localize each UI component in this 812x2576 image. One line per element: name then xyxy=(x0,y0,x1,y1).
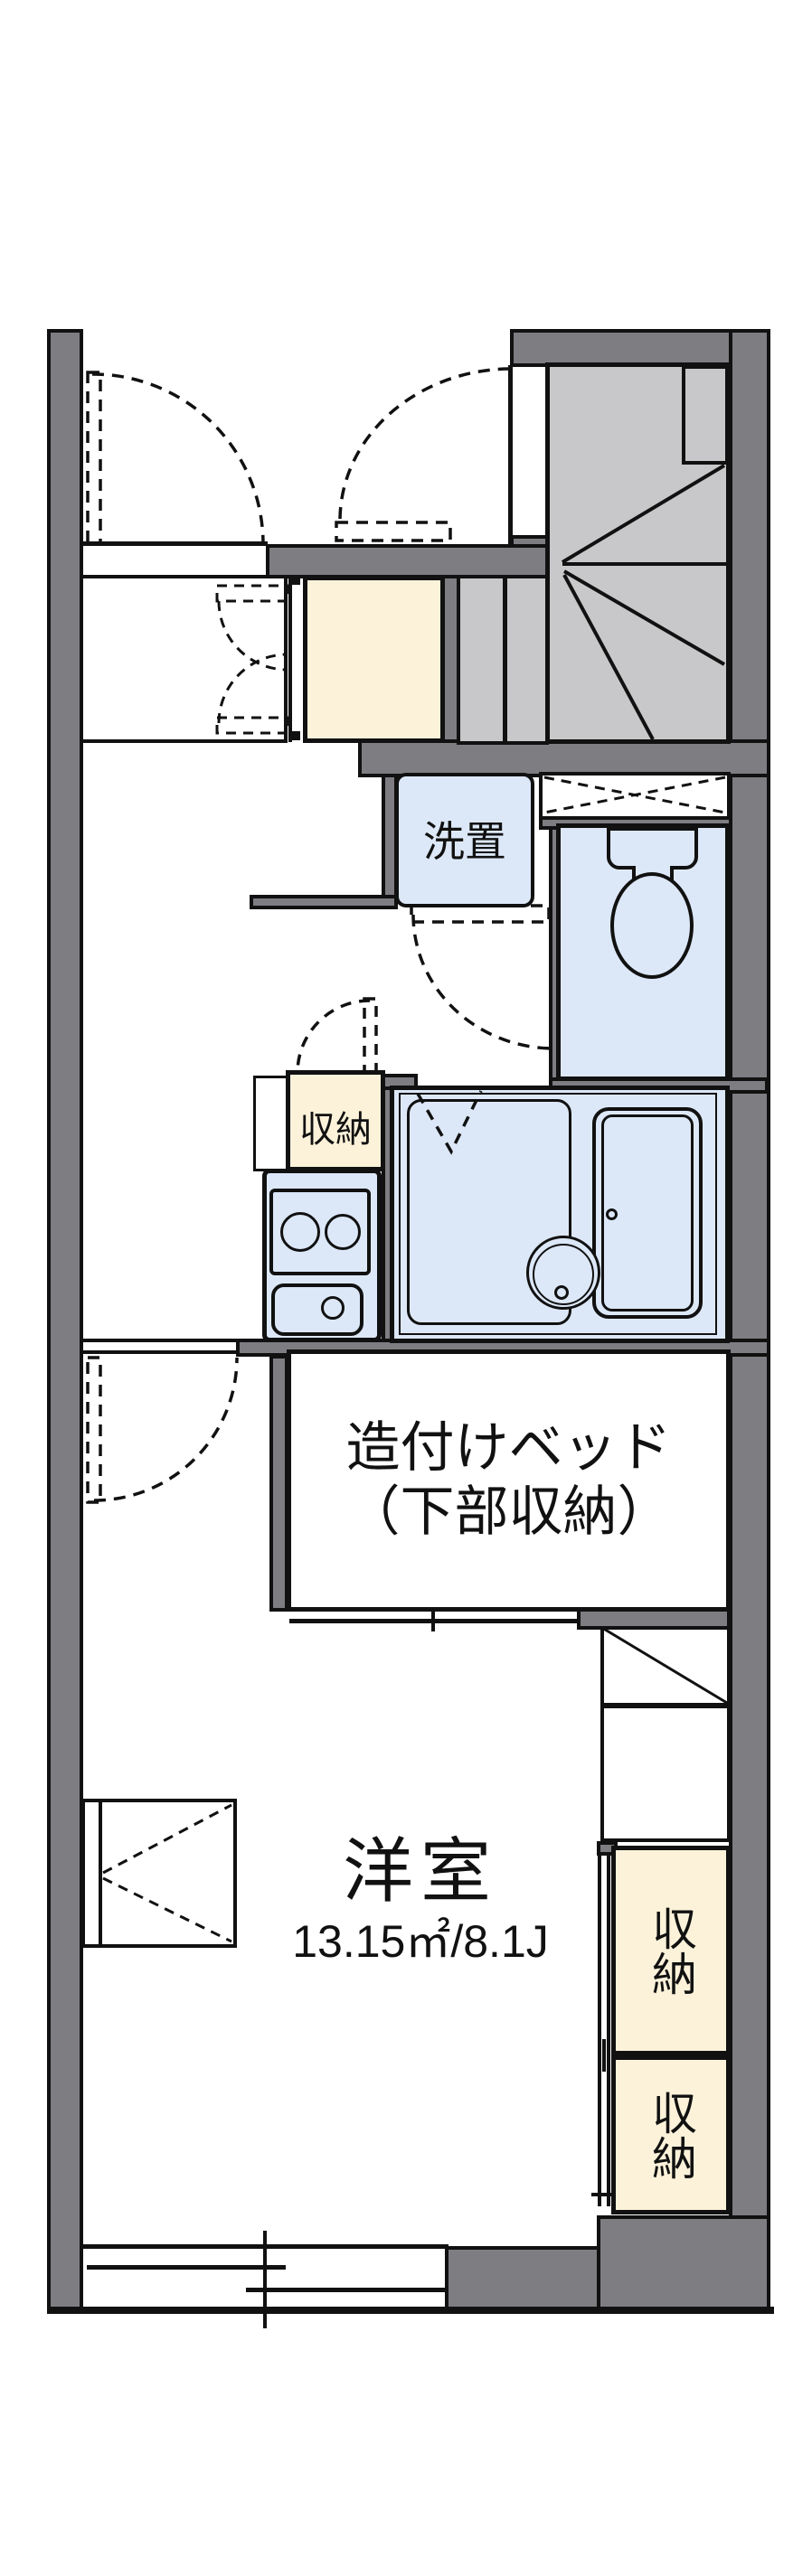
laundry-box: 洗置 xyxy=(395,773,534,907)
line-window-sill-b xyxy=(246,2288,447,2292)
line-closet-tick-mid xyxy=(602,2039,606,2072)
genkan-frame-tick-bottom xyxy=(291,731,300,740)
line-closet-front-a xyxy=(598,1852,601,2206)
kitchen-sink-drain xyxy=(321,1296,345,1320)
wall-hall-stair xyxy=(266,544,564,578)
toilet-tank xyxy=(607,827,698,870)
toilet-door-swing xyxy=(410,904,555,1050)
bathroom-inner-line xyxy=(399,1093,717,1335)
line-smallroom-double xyxy=(288,576,292,742)
wall-bed-left xyxy=(269,1355,288,1612)
line-window-tick xyxy=(263,2231,267,2328)
bed-label-line1: 造付けベッド xyxy=(345,1417,672,1479)
kitchen-sink xyxy=(271,1283,364,1336)
bath-drain-dot xyxy=(554,1285,569,1300)
left-window-inner-line xyxy=(99,1799,102,1948)
line-door-lintel-b xyxy=(80,1350,240,1354)
closet-diagonal-box xyxy=(600,1626,731,1706)
kitchen-side-nook xyxy=(253,1076,289,1171)
wall-stair-notch xyxy=(510,535,550,548)
line-closet-front-b xyxy=(607,1852,610,2206)
wall-bottom-left xyxy=(445,2246,600,2314)
kitchen-storage-box: 収納 xyxy=(286,1070,385,1171)
line-door-lintel-a xyxy=(80,1339,240,1342)
storage-door-swing xyxy=(296,997,378,1075)
genkan-frame-tick-top xyxy=(291,576,300,585)
laundry-label: 洗置 xyxy=(423,818,506,865)
toilet-bowl xyxy=(610,872,694,979)
bathroom-wash-area xyxy=(407,1099,571,1325)
closet-white-box xyxy=(600,1705,731,1842)
window-x-box xyxy=(539,772,731,820)
line-stair-strip xyxy=(508,365,513,546)
left-window-box xyxy=(81,1799,237,1948)
bathtub-inner xyxy=(601,1114,694,1312)
wall-bottom-right xyxy=(597,2215,770,2314)
line-closet-tick-bottom xyxy=(591,2193,617,2196)
kitchen-burner-right xyxy=(325,1214,361,1250)
line-top-hall xyxy=(80,541,268,546)
line-window-sill-a xyxy=(87,2265,286,2270)
staircase-landing xyxy=(682,365,729,465)
staircase-flight-divider xyxy=(503,575,507,745)
bathtub-handle-dot xyxy=(606,1208,618,1220)
built-in-bed: 造付けベッド （下部収納） xyxy=(287,1349,731,1612)
entrance-small-room xyxy=(80,575,288,743)
bath-stool-inner xyxy=(533,1244,594,1305)
kitchen-storage-label: 収納 xyxy=(299,1110,372,1150)
bed-label-line2: （下部収納） xyxy=(345,1481,672,1542)
main-room-size: 13.15㎡/8.1J xyxy=(292,1916,549,1967)
wall-kitchen-hall xyxy=(250,895,398,909)
closet-upper: 収納 xyxy=(611,1846,731,2055)
kitchen-burner-left xyxy=(280,1212,320,1252)
main-room-name: 洋室 xyxy=(342,1831,498,1911)
closet-lower-label: 収納 xyxy=(646,2090,696,2180)
wall-left xyxy=(47,329,83,2314)
entrance-genkan xyxy=(303,576,445,743)
closet-upper-label: 収納 xyxy=(646,1905,696,1996)
closet-lower: 収納 xyxy=(611,2055,731,2214)
main-room-door-swing xyxy=(86,1356,239,1504)
wall-right xyxy=(729,329,770,2310)
line-bottom-outer xyxy=(47,2307,774,2314)
entrance-door-swings xyxy=(86,367,510,546)
line-bed-front-tick xyxy=(431,1599,435,1631)
